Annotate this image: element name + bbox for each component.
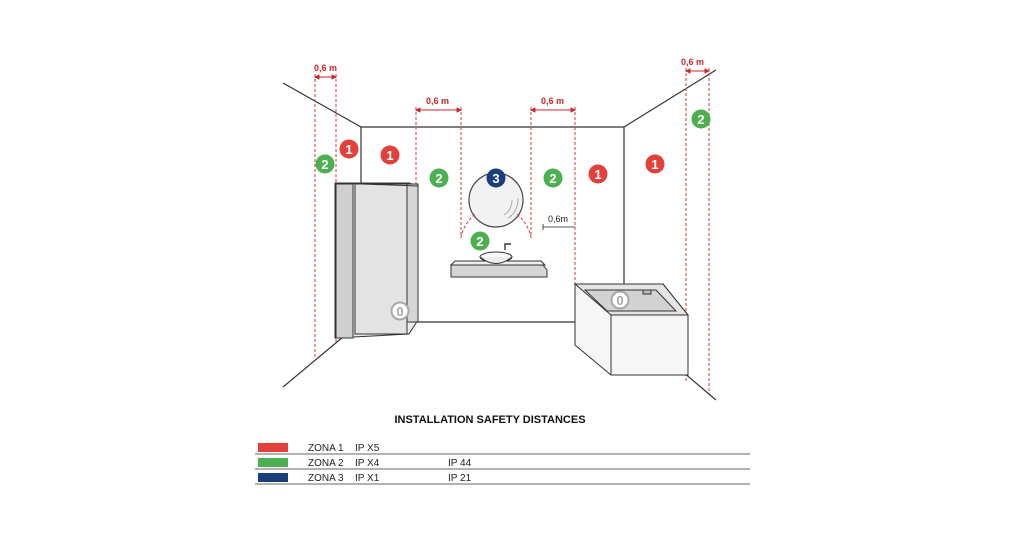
svg-text:1: 1: [594, 167, 601, 182]
zone-3-swatch: [258, 473, 288, 482]
svg-text:IP 44: IP 44: [448, 458, 472, 469]
mirror: [468, 172, 524, 228]
zone-3-marker: 3: [486, 168, 506, 188]
zone-0-marker: 0: [390, 301, 410, 321]
svg-text:IP X4: IP X4: [355, 458, 380, 469]
dim-label-right: 0,6 m: [681, 57, 704, 67]
legend-row-zona-1: ZONA 1 IP X5: [258, 443, 380, 454]
zone-1-marker: 1: [339, 139, 359, 159]
svg-text:IP X5: IP X5: [355, 443, 380, 454]
zone-2-marker: 2: [429, 168, 449, 188]
zone-2-marker: 2: [691, 109, 711, 129]
dim-label-mirror-right: 0,6 m: [541, 96, 564, 106]
svg-text:2: 2: [321, 157, 328, 172]
svg-text:1: 1: [345, 142, 352, 157]
svg-text:2: 2: [476, 234, 483, 249]
svg-text:1: 1: [386, 148, 393, 163]
svg-text:ZONA 1: ZONA 1: [308, 443, 344, 454]
svg-text:0: 0: [616, 293, 623, 308]
ceiling-left-edge: [282, 82, 362, 128]
zone-1-swatch: [258, 443, 288, 452]
svg-text:2: 2: [697, 112, 704, 127]
zone-2-marker: 2: [543, 168, 563, 188]
legend-row-zona-3: ZONA 3 IP X1 IP 21: [258, 473, 472, 484]
zone-2-marker: 2: [315, 154, 335, 174]
legend-title: INSTALLATION SAFETY DISTANCES: [394, 414, 585, 426]
legend-row-zona-2: ZONA 2 IP X4 IP 44: [258, 458, 472, 469]
zone-0-marker: 0: [610, 290, 630, 310]
sink-counter: [449, 243, 548, 278]
sink-dimension: [542, 224, 575, 230]
dim-label-sink: 0,6m: [548, 214, 568, 224]
sink-zone-arcs: [460, 213, 532, 239]
zone-2-swatch: [258, 458, 288, 467]
dim-label-left: 0,6 m: [314, 63, 337, 73]
zone-1-marker: 1: [380, 145, 400, 165]
ceiling-right-edge: [623, 69, 717, 128]
svg-text:ZONA 3: ZONA 3: [308, 473, 344, 484]
legend-table: ZONA 1 IP X5 ZONA 2 IP X4 IP 44 ZONA 3 I…: [255, 443, 750, 485]
svg-text:0: 0: [396, 304, 403, 319]
svg-text:2: 2: [549, 171, 556, 186]
zone-1-marker: 1: [588, 164, 608, 184]
svg-text:IP X1: IP X1: [355, 473, 380, 484]
svg-text:3: 3: [492, 171, 499, 186]
svg-text:2: 2: [435, 171, 442, 186]
zone-markers: 1 1 1 1 2 2 2 2: [315, 109, 711, 321]
zone-1-marker: 1: [645, 154, 665, 174]
dim-label-mirror-left: 0,6 m: [426, 96, 449, 106]
svg-text:1: 1: [651, 157, 658, 172]
svg-text:ZONA 2: ZONA 2: [308, 458, 344, 469]
svg-text:IP 21: IP 21: [448, 473, 472, 484]
zone-2-marker: 2: [470, 231, 490, 251]
bathtub: [573, 283, 690, 376]
dimension-arrows: [313, 68, 711, 113]
